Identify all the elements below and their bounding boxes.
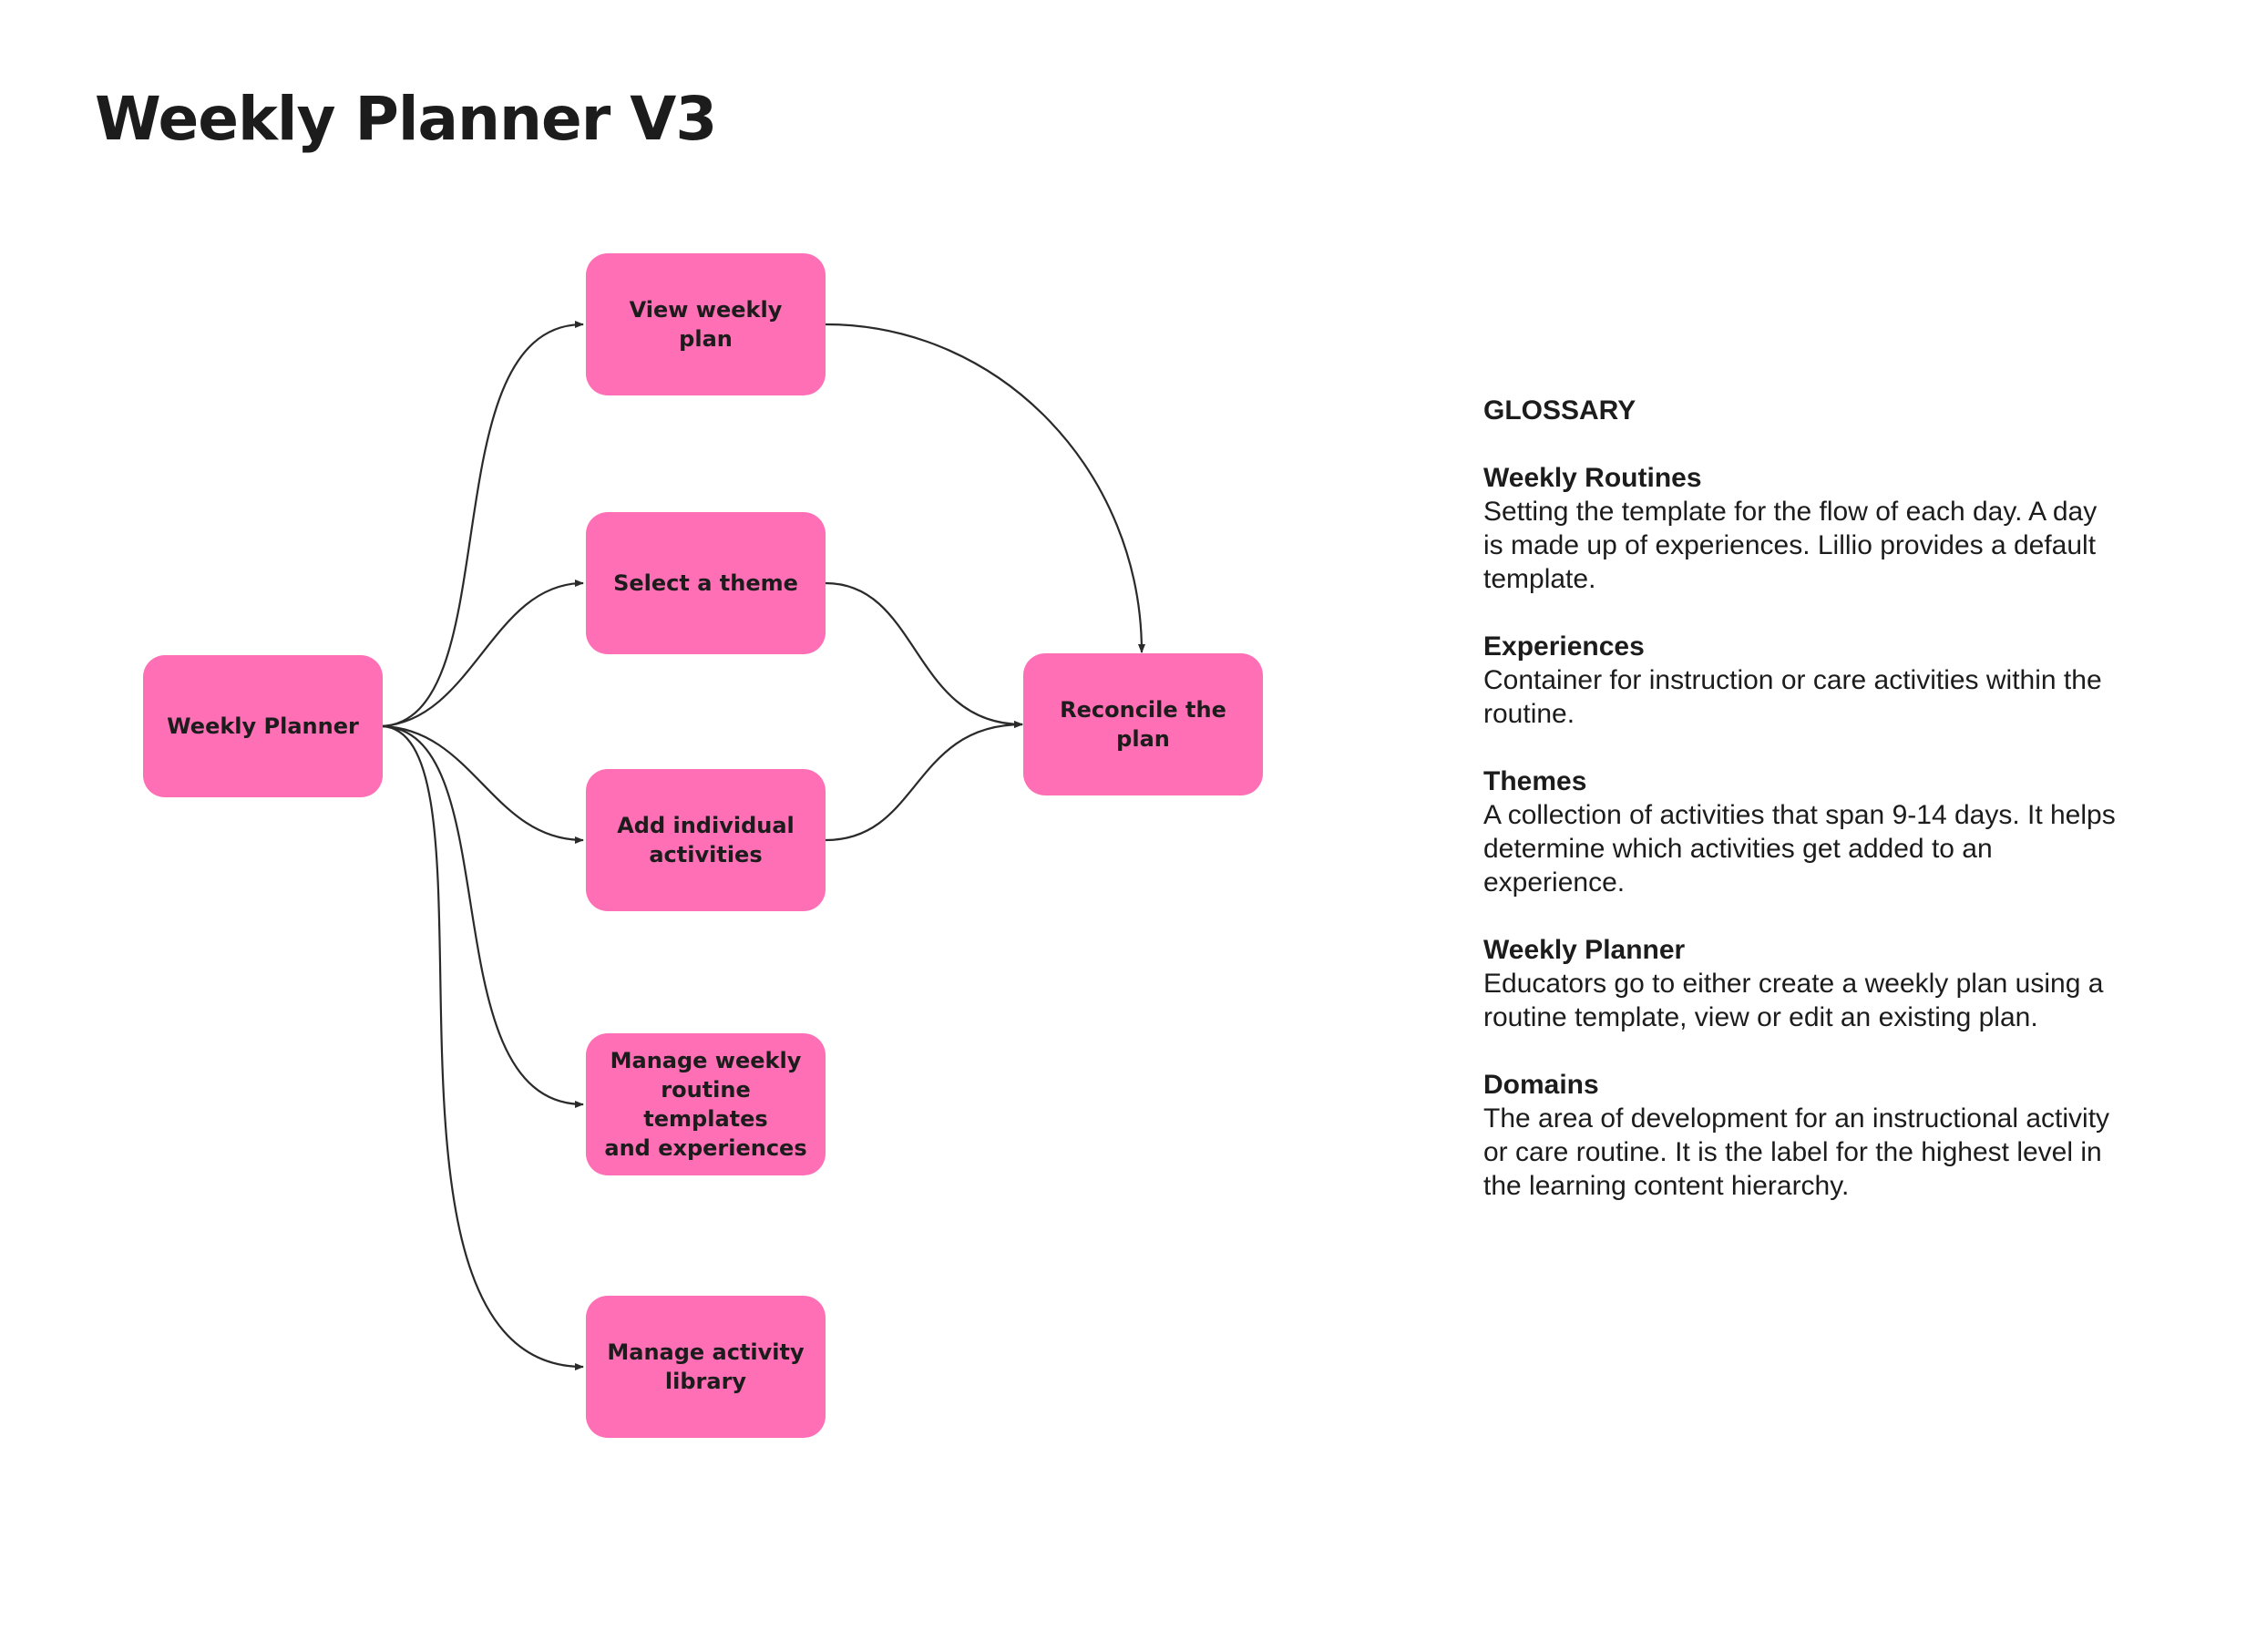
glossary-panel: GLOSSARY Weekly Routines Setting the tem… — [1483, 394, 2121, 1236]
node-select-a-theme-label: Select a theme — [613, 570, 798, 596]
edge-root-to-theme — [381, 580, 584, 728]
edge-reconcile-view-bidirectional — [816, 320, 1145, 653]
glossary-entry: Weekly Routines Setting the template for… — [1483, 461, 2121, 596]
glossary-term: Experiences — [1483, 631, 1645, 662]
glossary-entry: Domains The area of development for an i… — [1483, 1068, 2121, 1203]
node-weekly-planner-label: Weekly Planner — [167, 713, 359, 739]
edge-root-to-templates — [381, 724, 584, 1108]
edge-root-to-activities — [381, 724, 584, 844]
edge-activities-to-reconcile — [825, 721, 1023, 842]
glossary-definition: Container for instruction or care activi… — [1483, 665, 2102, 729]
edge-root-to-view — [381, 321, 584, 728]
node-weekly-planner[interactable]: Weekly Planner — [143, 655, 383, 797]
glossary-definition: A collection of activities that span 9-1… — [1483, 800, 2116, 898]
node-manage-templates[interactable]: Manage weekly routine templates and expe… — [586, 1033, 826, 1175]
node-add-individual-activities[interactable]: Add individual activities — [586, 769, 826, 911]
glossary-entry: Themes A collection of activities that s… — [1483, 764, 2121, 899]
node-view-weekly-plan-label: View weekly plan — [629, 297, 783, 352]
glossary-definition: The area of development for an instructi… — [1483, 1103, 2110, 1201]
node-reconcile-the-plan[interactable]: Reconcile the plan — [1023, 653, 1263, 795]
glossary-definition: Educators go to either create a weekly p… — [1483, 969, 2104, 1032]
glossary-entry: Weekly Planner Educators go to either cr… — [1483, 933, 2121, 1034]
node-manage-templates-label: Manage weekly routine templates and expe… — [604, 1048, 807, 1161]
edge-theme-to-reconcile — [825, 581, 1023, 728]
node-manage-activity-library[interactable]: Manage activity library — [586, 1296, 826, 1438]
edge-root-to-library — [381, 724, 584, 1370]
glossary-term: Themes — [1483, 766, 1587, 796]
glossary-heading: GLOSSARY — [1483, 395, 1636, 426]
glossary-term: Weekly Planner — [1483, 935, 1686, 965]
glossary-term: Domains — [1483, 1070, 1599, 1100]
glossary-entry: Experiences Container for instruction or… — [1483, 630, 2121, 731]
node-manage-activity-library-label: Manage activity library — [607, 1339, 805, 1394]
page-title: Weekly Planner V3 — [95, 84, 717, 154]
glossary-term: Weekly Routines — [1483, 463, 1702, 493]
node-view-weekly-plan[interactable]: View weekly plan — [586, 253, 826, 395]
node-select-a-theme[interactable]: Select a theme — [586, 512, 826, 654]
node-reconcile-the-plan-label: Reconcile the plan — [1060, 697, 1226, 752]
node-add-individual-activities-label: Add individual activities — [617, 813, 795, 867]
glossary-definition: Setting the template for the flow of eac… — [1483, 497, 2098, 594]
